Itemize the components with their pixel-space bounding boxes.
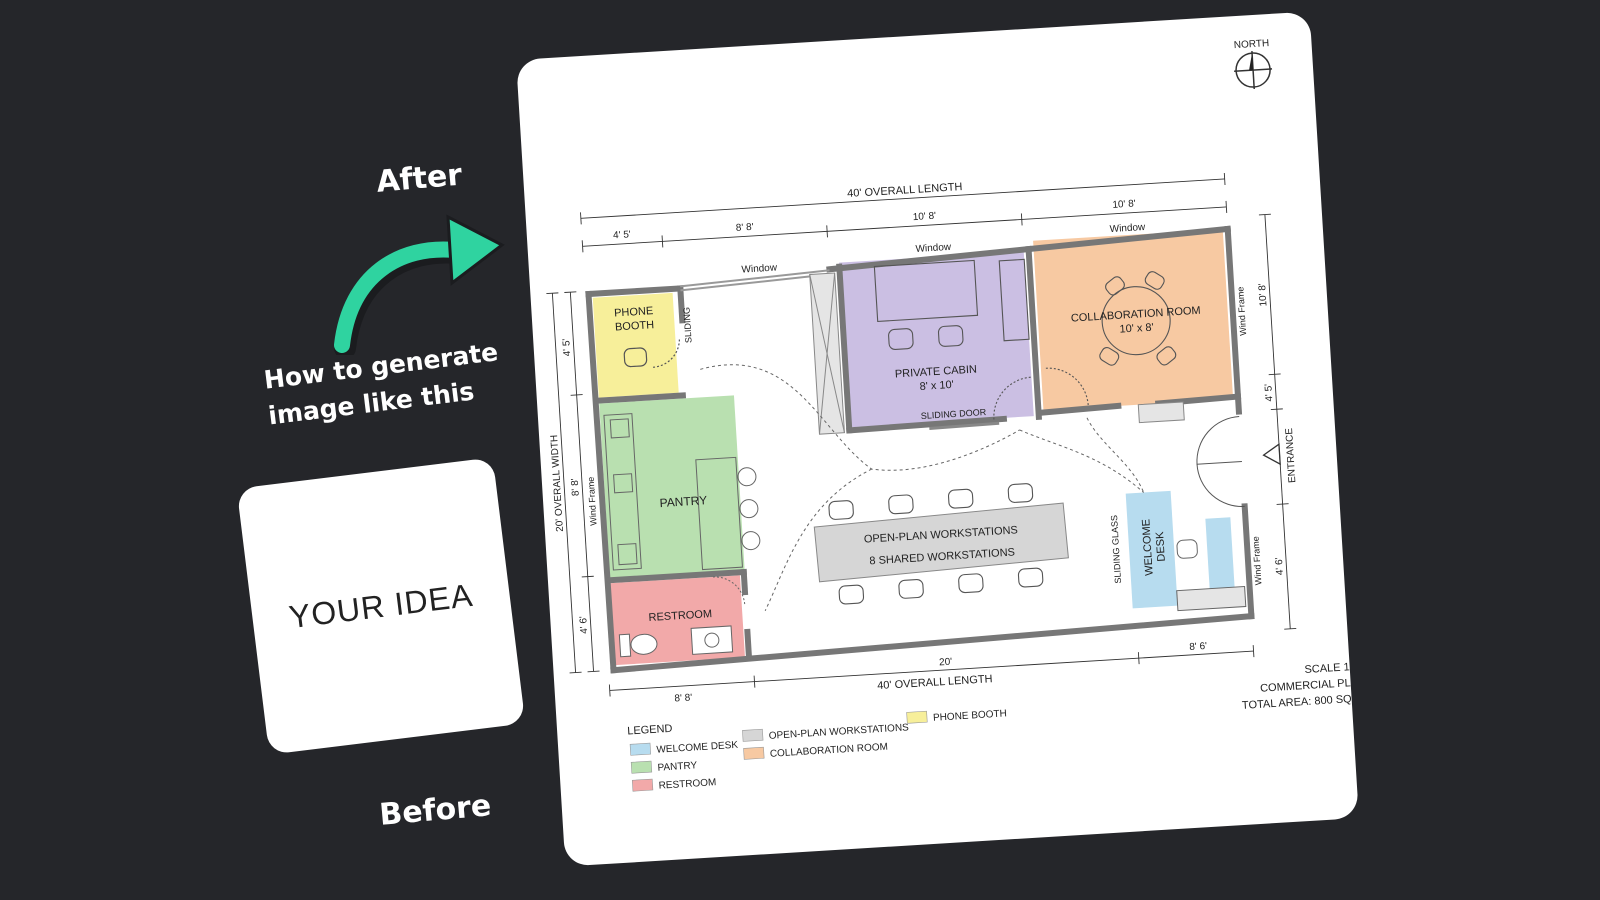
dim-right-2: 4' 5': [1263, 383, 1275, 401]
dim-bottom-1: 8' 8': [674, 692, 692, 704]
dim-top-4: 10' 8': [1112, 198, 1136, 210]
dim-top-overall: 40' OVERALL LENGTH: [847, 181, 963, 200]
north-arrow-icon: [1234, 51, 1273, 90]
legend-swatch-phone-booth: [906, 710, 928, 724]
welcome-desk-area: [1125, 490, 1178, 609]
area-note: TOTAL AREA: 800 SQ: [1242, 693, 1353, 712]
legend-item-collab: COLLABORATION ROOM: [770, 742, 889, 760]
walls: [585, 225, 1255, 674]
legend-title: LEGEND: [627, 723, 673, 738]
phone-booth-label-2: BOOTH: [615, 319, 655, 333]
wind-frame-right-bottom: Wind Frame: [1251, 536, 1264, 586]
open-plan-workstations: [813, 483, 1069, 605]
legend-swatch-welcome: [629, 742, 652, 756]
dim-right-3: 4' 6': [1274, 557, 1286, 575]
collab-label-2: 10' x 8': [1119, 322, 1154, 336]
legend-item-welcome: WELCOME DESK: [656, 740, 739, 756]
phone-booth-room: [592, 292, 679, 398]
storage-cabinets: [809, 272, 1185, 435]
private-cabin-room: [839, 251, 1034, 428]
collab-furniture: [1045, 271, 1177, 406]
curved-arrow-icon: [334, 214, 505, 355]
idea-text: YOUR IDEA: [286, 576, 475, 635]
legend-swatch-collab: [743, 746, 765, 760]
legend-swatch-restroom: [631, 778, 654, 792]
dim-top-2: 8' 8': [736, 222, 754, 234]
legend-item-restroom: RESTROOM: [658, 777, 716, 792]
dim-top-1: 4' 5': [613, 229, 631, 241]
dim-bottom-2: 20': [939, 657, 953, 669]
prompt-text: How to generate image like this: [262, 334, 504, 434]
pantry-fixtures: [603, 413, 761, 571]
sliding-label: SLIDING: [681, 307, 693, 344]
legend-item-pantry: PANTRY: [657, 760, 698, 773]
private-cabin-label-2: 8' x 10': [919, 379, 954, 393]
entrance-label: ENTRANCE: [1284, 427, 1298, 483]
dim-top-3: 10' 8': [912, 211, 936, 223]
welcome-label-1: WELCOME: [1140, 519, 1155, 576]
collaboration-room: [1033, 229, 1234, 411]
before-label: Before: [378, 788, 493, 833]
legend-item-open-plan: OPEN-PLAN WORKSTATIONS: [769, 722, 910, 742]
dim-left-overall: 20' OVERALL WIDTH: [549, 434, 566, 532]
welcome-desk-fixtures: [1176, 539, 1247, 612]
window-label-2: Window: [915, 242, 952, 255]
dim-right-1: 10' 8': [1257, 283, 1269, 307]
floor-plan-card: NORTH 40' OVERALL LENGTH 4' 5' 8' 8' 10'…: [516, 11, 1359, 867]
welcome-label-2: DESK: [1154, 531, 1168, 562]
windows: [680, 269, 830, 292]
wind-frame-right-top: Wind Frame: [1235, 286, 1248, 336]
window-label-1: Window: [741, 262, 778, 275]
restroom-fixtures: [618, 576, 746, 658]
scale-note: SCALE 1: [1304, 661, 1350, 676]
plan-title-note: COMMERCIAL PL: [1260, 677, 1351, 695]
dim-left-1: 4' 5': [561, 338, 573, 356]
cabin-furniture: [873, 258, 1032, 430]
pantry-label: PANTRY: [659, 493, 707, 510]
idea-card: YOUR IDEA: [236, 457, 526, 755]
phone-booth-chair-icon: [623, 337, 680, 368]
legend-swatch-pantry: [630, 760, 653, 774]
pantry-room: [599, 395, 745, 579]
wind-frame-left: Wind Frame: [586, 476, 599, 526]
legend: WELCOME DESK PANTRY RESTROOM OPEN-PLAN W…: [629, 708, 1007, 792]
entrance-door: [1196, 416, 1245, 507]
circulation-paths: [700, 364, 1145, 612]
sliding-glass-label: SLIDING GLASS: [1109, 515, 1123, 584]
north-label: NORTH: [1234, 38, 1270, 51]
window-label-3: Window: [1109, 222, 1146, 235]
after-label: After: [375, 157, 464, 200]
phone-booth-label-1: PHONE: [614, 305, 654, 319]
legend-item-phone-booth: PHONE BOOTH: [933, 708, 1007, 723]
sliding-door-label: SLIDING DOOR: [921, 407, 987, 421]
dim-left-2: 8' 8': [570, 478, 582, 496]
dim-left-3: 4' 6': [578, 616, 590, 634]
welcome-side-area: [1205, 517, 1235, 594]
dim-bottom-overall: 40' OVERALL LENGTH: [877, 673, 993, 692]
restroom-label: RESTROOM: [648, 608, 712, 624]
entrance-arrow-icon: [1262, 442, 1281, 466]
dim-bottom-3: 8' 6': [1189, 641, 1207, 653]
private-cabin-label-1: PRIVATE CABIN: [895, 363, 978, 380]
floor-plan: NORTH 40' OVERALL LENGTH 4' 5' 8' 8' 10'…: [546, 38, 1353, 792]
legend-swatch-open-plan: [742, 728, 764, 742]
